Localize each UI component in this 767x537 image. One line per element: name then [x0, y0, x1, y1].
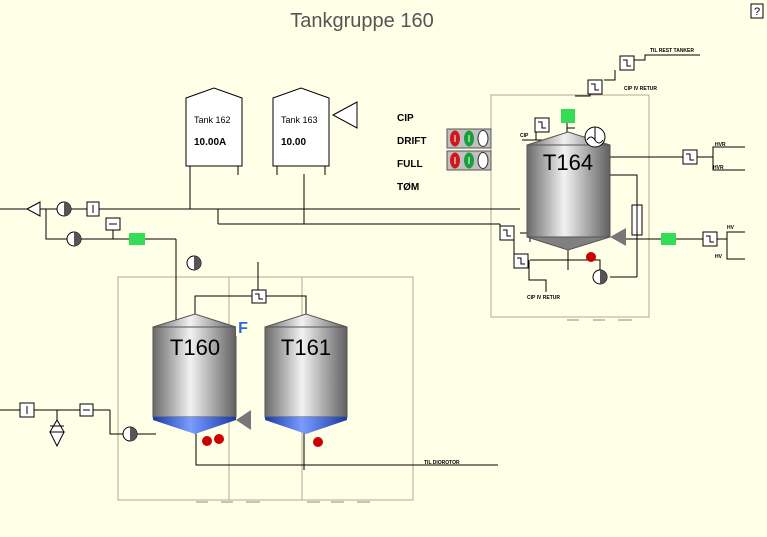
f-marker-icon[interactable]: F: [236, 316, 250, 337]
label-hvr: HVR: [715, 142, 726, 148]
switch-valve-icon[interactable]: [251, 289, 267, 304]
pipes: [0, 54, 745, 470]
svg-text:F: F: [238, 320, 248, 337]
flow-valve-icon[interactable]: [592, 269, 608, 285]
alarm-lamp: [202, 436, 212, 446]
frame-ticks: [196, 319, 632, 503]
instrument-box-icon[interactable]: [86, 201, 100, 217]
instrument-box-icon[interactable]: [19, 402, 35, 418]
tank-value: 10.00: [281, 137, 306, 148]
label-hv: HV: [727, 225, 735, 231]
label-hvr: HVR: [713, 165, 724, 171]
switch-valve-icon[interactable]: [513, 253, 529, 269]
valve-indicator-green[interactable]: [561, 109, 575, 123]
status-tom: TØM: [397, 182, 419, 193]
tank-label: T164: [543, 150, 593, 175]
alarm-lamp: [214, 434, 224, 444]
alarm-lamp: [313, 437, 323, 447]
svg-text:?: ?: [754, 6, 760, 18]
label-cip-iv-retur: CIP IV RETUR: [624, 86, 657, 92]
agitator-icon[interactable]: [584, 126, 606, 148]
flow-valve-icon[interactable]: [122, 426, 138, 442]
valve-indicator-green[interactable]: [661, 233, 676, 245]
label-til-diorotor: TIL DIOROTOR: [424, 460, 460, 466]
alarm-lamp: [586, 252, 596, 262]
switch-valve-icon[interactable]: [534, 117, 550, 133]
question-icon[interactable]: ?: [750, 3, 764, 19]
drift-toggle-switch[interactable]: [446, 128, 492, 149]
check-valve-icon[interactable]: [79, 403, 94, 417]
tank-t160[interactable]: T160: [152, 313, 237, 434]
heat-exchanger-icon[interactable]: [631, 204, 643, 236]
tank-t161[interactable]: T161: [264, 313, 348, 434]
page-title: Tankgruppe 160: [290, 10, 433, 32]
label-cip-iv-retur: CIP IV RETUR: [527, 295, 560, 301]
label-hv: HV: [715, 254, 723, 260]
group-frame-t160: [117, 276, 414, 501]
valve-icon[interactable]: [610, 228, 626, 246]
status-full: FULL: [397, 159, 423, 170]
tank-163[interactable]: Tank 163 10.00: [272, 87, 330, 175]
switch-valve-icon[interactable]: [702, 231, 718, 247]
full-toggle-switch[interactable]: [446, 150, 492, 171]
tank-label: T160: [170, 335, 220, 360]
tank-name: Tank 163: [281, 115, 318, 125]
status-cip: CIP: [397, 113, 414, 124]
pump-icon[interactable]: [331, 101, 358, 129]
valve-indicator-green[interactable]: [129, 233, 145, 245]
switch-valve-icon[interactable]: [499, 225, 515, 241]
switch-valve-icon[interactable]: [587, 79, 603, 95]
switch-valve-icon[interactable]: [682, 149, 698, 165]
label-til-rest-tanker: TIL REST TANKER: [650, 48, 694, 54]
switch-valve-icon[interactable]: [619, 55, 635, 71]
status-drift: DRIFT: [397, 136, 426, 147]
tank-label: T161: [281, 335, 331, 360]
pump-icon[interactable]: [25, 201, 41, 217]
pump-icon[interactable]: [49, 419, 65, 448]
group-frame-t164: [490, 94, 650, 318]
tank-value: 10.00A: [194, 137, 226, 148]
flow-valve-icon[interactable]: [56, 201, 72, 217]
tank-name: Tank 162: [194, 115, 231, 125]
flow-valve-icon[interactable]: [186, 255, 202, 271]
label-cip: CIP: [520, 133, 529, 139]
flow-valve-icon[interactable]: [66, 231, 82, 247]
tank-t164[interactable]: T164: [526, 131, 611, 251]
check-valve-icon[interactable]: [105, 217, 121, 231]
tank-162[interactable]: Tank 162 10.00A: [185, 87, 243, 175]
valve-icon[interactable]: [236, 410, 251, 430]
